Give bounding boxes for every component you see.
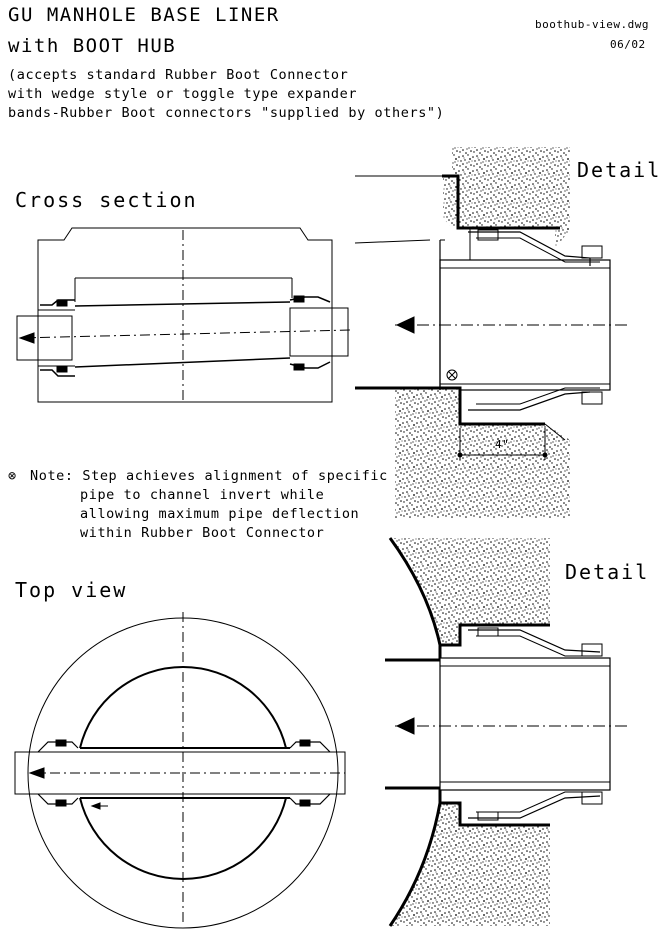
subtitle-line-1: (accepts standard Rubber Boot Connector: [8, 67, 349, 83]
note-line-4: within Rubber Boot Connector: [80, 525, 325, 541]
title-line-2: with BOOT HUB: [8, 35, 177, 57]
top-view-label: Top view: [15, 578, 128, 602]
title-line-1: GU MANHOLE BASE LINER: [8, 4, 280, 26]
note-symbol: ⊗: [8, 468, 17, 484]
detail-bottom-label: Detail: [565, 560, 650, 584]
note-line-3: allowing maximum pipe deflection: [80, 506, 360, 522]
subtitle-line-2: with wedge style or toggle type expander: [8, 86, 358, 102]
dimension-4in: 4": [495, 438, 510, 451]
detail-top-drawing: [354, 147, 630, 518]
detail-bottom-drawing: [385, 537, 630, 927]
cross-section-drawing: [16, 227, 351, 403]
drawing-filename: boothub-view.dwg: [535, 18, 649, 31]
detail-top-label: Detail: [577, 158, 660, 182]
note-line-1: Note: Step achieves alignment of specifi…: [30, 468, 388, 484]
note-line-2: pipe to channel invert while: [80, 487, 325, 503]
subtitle-line-3: bands-Rubber Boot connectors "supplied b…: [8, 105, 445, 121]
cross-section-label: Cross section: [15, 188, 198, 212]
drawing-date: 06/02: [610, 38, 646, 51]
top-view-drawing: [14, 612, 346, 929]
